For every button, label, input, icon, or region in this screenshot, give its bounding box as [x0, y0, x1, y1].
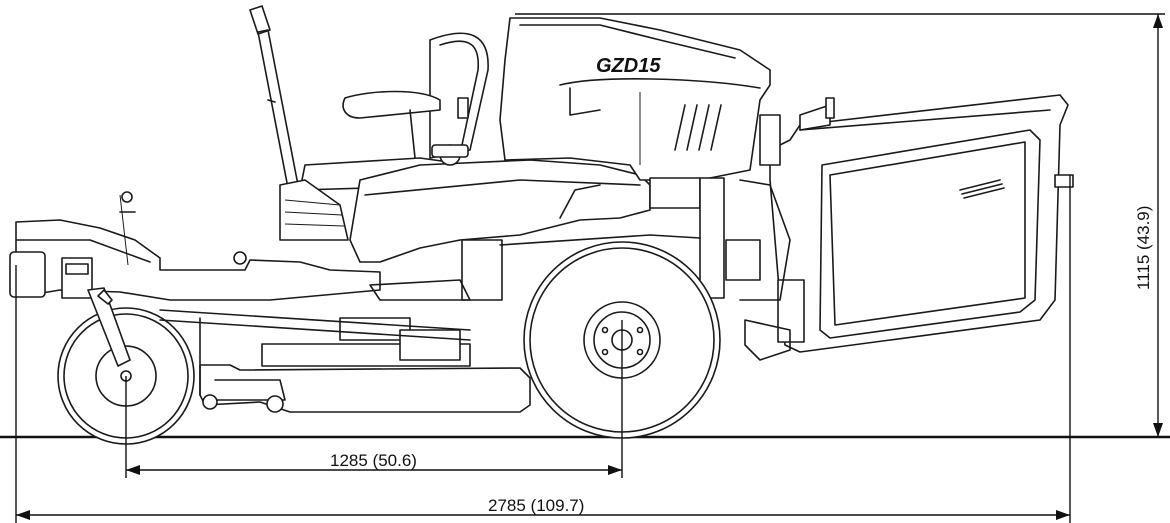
rear-chassis: [233, 177, 761, 301]
grass-collector: [739, 94, 1074, 361]
mower-illustration: GZD15: [9, 5, 1074, 445]
height-dimension-label: 1115 (43.9): [1134, 206, 1153, 290]
wheelbase-dimension-label: 1285 (50.6): [330, 451, 417, 470]
overall-length-dimension: 2785 (109.7): [15, 175, 1071, 523]
overall-length-dimension-label: 2785 (109.7): [488, 496, 584, 515]
wheelbase-dimension: 1285 (50.6): [125, 320, 623, 478]
hood-logo-text: GZD15: [596, 55, 661, 77]
mower-deck: [159, 309, 531, 413]
main-body: [349, 144, 651, 263]
steering-lever: [249, 5, 349, 241]
front-frame: [9, 191, 381, 301]
engine-hood: GZD15: [499, 17, 771, 181]
height-dimension: 1115 (43.9): [515, 13, 1165, 437]
